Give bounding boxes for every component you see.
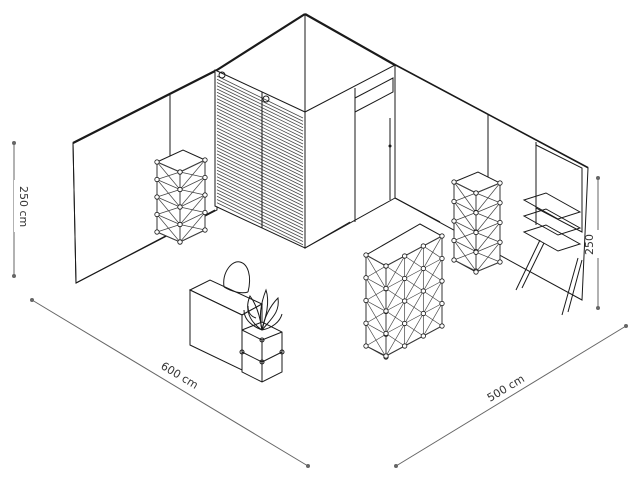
shelf-cube-left <box>154 149 208 245</box>
width-front-right-label: 500 cm <box>485 372 527 404</box>
chair <box>223 261 251 294</box>
left-wall <box>72 69 218 284</box>
shelf-cube-right <box>451 171 503 275</box>
plant-icon <box>243 288 283 331</box>
door-handle-icon <box>388 144 392 148</box>
dimension-front-right: 500 cm <box>394 324 628 468</box>
dimension-left-height: 250 cm <box>12 141 30 278</box>
slatted-wall <box>214 69 306 249</box>
dimension-right-height: 250 <box>583 176 600 310</box>
height-left-label: 250 cm <box>17 186 30 227</box>
plant-pedestal <box>239 321 285 383</box>
wall-shelf-display <box>515 144 583 316</box>
height-right-label: 250 <box>583 234 596 255</box>
storage-room <box>304 64 396 249</box>
width-front-left-label: 600 cm <box>158 359 200 391</box>
shelf-cube-center <box>363 223 445 360</box>
